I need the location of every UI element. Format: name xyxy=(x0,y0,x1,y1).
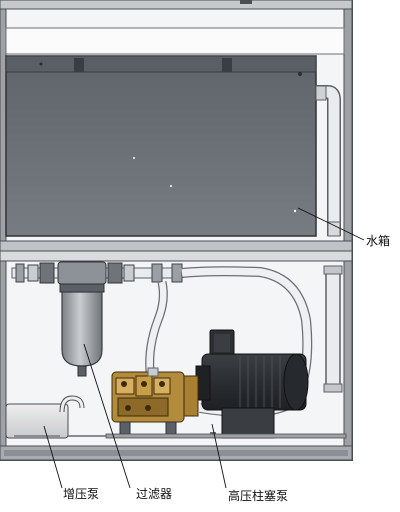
leader-plunger-pump xyxy=(211,423,227,489)
plunger-pump xyxy=(111,367,199,435)
label-booster-pump: 增压泵 xyxy=(63,487,99,501)
leader-filter xyxy=(83,343,131,489)
filter xyxy=(57,261,107,377)
leader-booster-pump xyxy=(43,425,63,489)
label-filter: 过滤器 xyxy=(136,487,172,501)
label-water-tank: 水箱 xyxy=(366,233,390,248)
label-plunger-pump: 高压柱塞泵 xyxy=(228,488,288,503)
water-tank xyxy=(5,55,341,237)
leader-lines xyxy=(43,207,365,489)
motor xyxy=(195,329,309,439)
leader-water-tank xyxy=(297,207,365,241)
side-pipe xyxy=(323,265,343,393)
booster-pump xyxy=(5,395,85,439)
